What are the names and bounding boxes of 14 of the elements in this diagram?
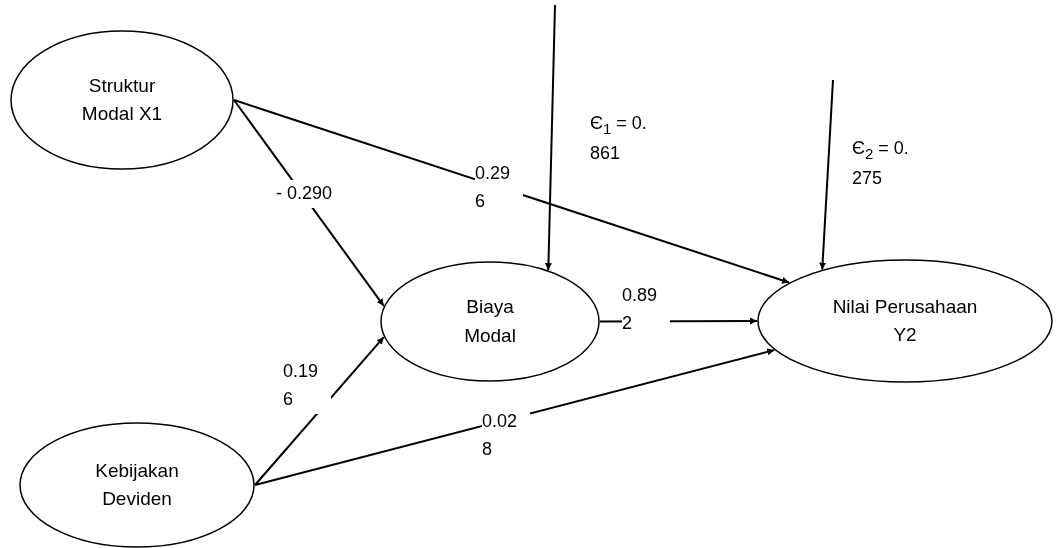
ellipse-node <box>10 30 234 170</box>
node-label: Biaya Modal <box>463 295 517 348</box>
arrow <box>254 336 385 486</box>
ellipse-node <box>19 422 255 548</box>
node-label: Struktur Modal X1 <box>80 73 164 126</box>
node-label: Kebijakan Deviden <box>94 458 180 511</box>
arrow <box>233 99 385 307</box>
ellipse-node <box>380 261 600 382</box>
ellipse-node <box>757 259 1053 383</box>
arrow <box>544 4 556 272</box>
arrow <box>233 99 790 284</box>
arrow <box>819 79 834 271</box>
node-label: Nilai Perusahaan Y2 <box>831 294 979 347</box>
arrow <box>254 348 776 486</box>
